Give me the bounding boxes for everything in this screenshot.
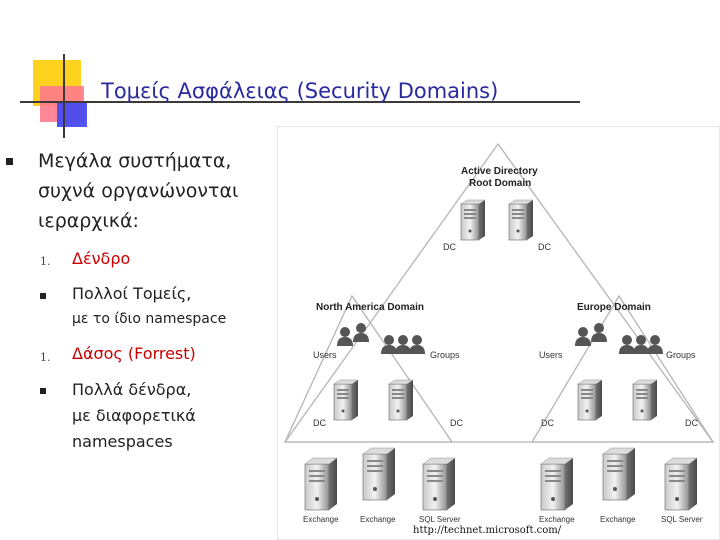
eu-dc-server-1-icon xyxy=(577,379,603,421)
item-4-line-2: με διαφορετικά xyxy=(72,406,196,425)
outer-triangle xyxy=(283,142,715,443)
na-exchange-1-label: Exchange xyxy=(303,515,339,524)
item-2-line-1: Πολλοί Τομείς, xyxy=(72,284,192,303)
item-4-line-3: namespaces xyxy=(72,432,173,451)
main-bullet-line-1: Μεγάλα συστήματα, xyxy=(38,150,232,172)
eu-dc-2-label: DC xyxy=(685,418,698,428)
na-dc-server-1-icon xyxy=(333,379,359,421)
item-4-bullet-icon xyxy=(40,388,46,394)
item-1-number: 1. xyxy=(40,255,51,268)
eu-sql-server-icon xyxy=(664,457,698,511)
na-groups-label: Groups xyxy=(430,350,460,360)
item-3-text: Δάσος (Forrest) xyxy=(72,344,196,363)
na-exchange-server-1-icon xyxy=(304,457,338,511)
slide-title: Τομείς Ασφάλειας (Security Domains) xyxy=(101,79,499,103)
root-label-line-1: Active Directory xyxy=(461,166,538,177)
main-bullet-line-2: συχνά οργανώνονται xyxy=(38,180,239,202)
root-dc-2-label: DC xyxy=(538,242,551,252)
left-triangle xyxy=(283,294,454,443)
na-sql-server-icon xyxy=(422,457,456,511)
na-dc-2-label: DC xyxy=(450,418,463,428)
decor-blue-square xyxy=(57,103,87,127)
eu-exchange-server-1-icon xyxy=(540,457,574,511)
right-triangle xyxy=(530,294,715,443)
eu-sql-server-label: SQL Server xyxy=(661,515,703,524)
left-domain-label: North America Domain xyxy=(316,302,424,313)
eu-dc-server-2-icon xyxy=(632,379,658,421)
na-dc-1-label: DC xyxy=(313,418,326,428)
decor-vertical-line xyxy=(63,54,65,138)
na-exchange-server-2-icon xyxy=(362,447,396,501)
eu-users-label: Users xyxy=(539,350,563,360)
main-bullet-icon xyxy=(6,158,13,165)
eu-exchange-2-label: Exchange xyxy=(600,515,636,524)
item-4-line-1: Πολλά δένδρα, xyxy=(72,380,192,399)
item-2-line-2: με το ίδιο namespace xyxy=(72,311,227,327)
root-dc-server-2-icon xyxy=(508,199,534,241)
root-dc-1-label: DC xyxy=(443,242,456,252)
decor-horizontal-line xyxy=(20,101,580,103)
diagram-frame xyxy=(277,126,720,540)
item-1-text: Δένδρο xyxy=(72,249,131,268)
right-domain-label: Europe Domain xyxy=(577,302,651,313)
eu-exchange-server-2-icon xyxy=(602,447,636,501)
eu-exchange-1-label: Exchange xyxy=(539,515,575,524)
na-users-label: Users xyxy=(313,350,337,360)
item-3-number: 1. xyxy=(40,351,51,364)
item-2-bullet-icon xyxy=(40,293,46,299)
source-credit: http://technet.microsoft.com/ xyxy=(413,525,562,536)
na-sql-server-label: SQL Server xyxy=(419,515,461,524)
domain-hierarchy-diagram: Active Directory Root Domain DC DC North… xyxy=(277,126,720,540)
eu-dc-1-label: DC xyxy=(541,418,554,428)
eu-groups-label: Groups xyxy=(666,350,696,360)
na-exchange-2-label: Exchange xyxy=(360,515,396,524)
na-dc-server-2-icon xyxy=(388,379,414,421)
main-bullet-line-3: ιεραρχικά: xyxy=(38,210,139,232)
root-label-line-2: Root Domain xyxy=(469,178,531,189)
root-dc-server-1-icon xyxy=(460,199,486,241)
